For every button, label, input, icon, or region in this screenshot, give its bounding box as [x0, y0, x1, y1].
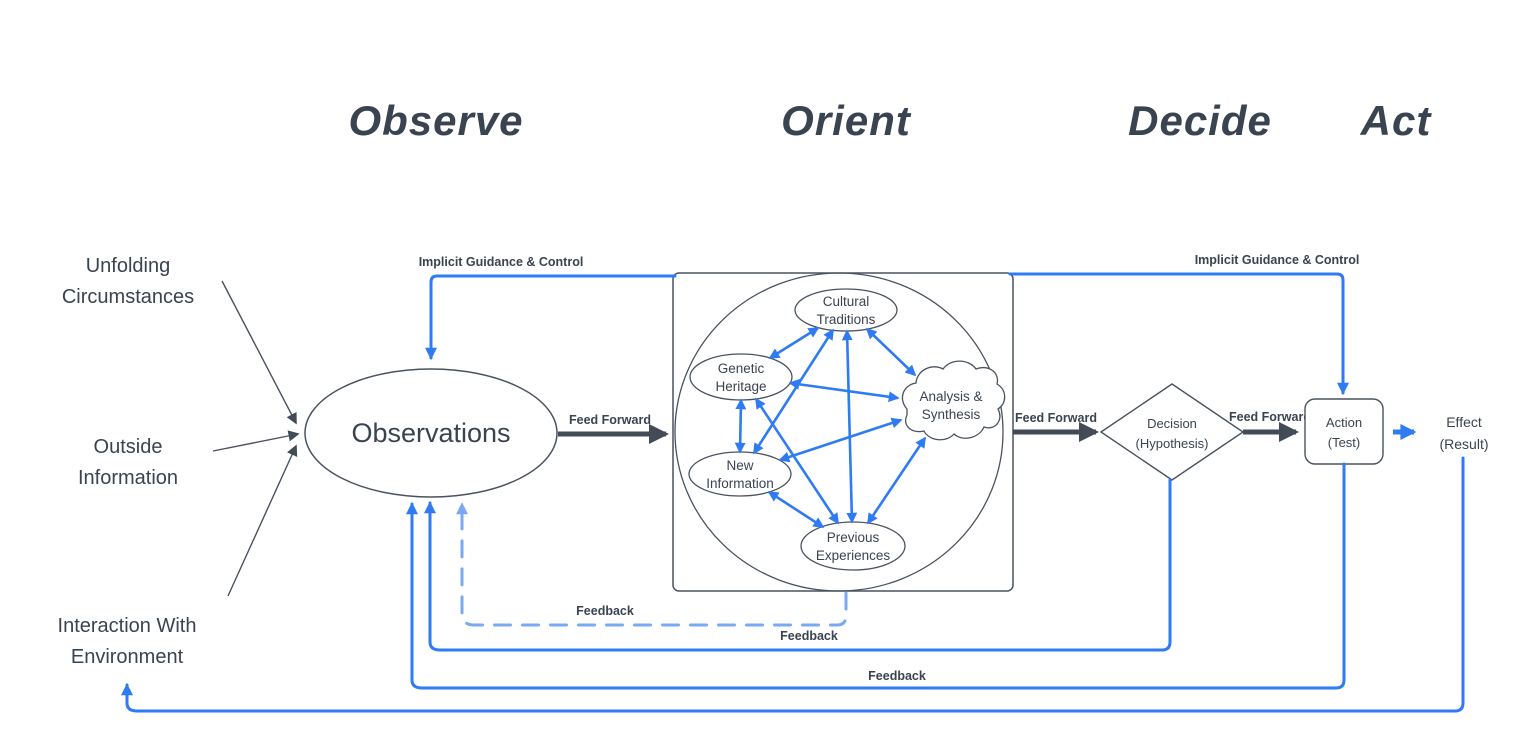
implicit-guidance-right-label: Implicit Guidance & Control: [1195, 253, 1360, 267]
arrow-interaction-to-observations: [227, 444, 298, 597]
feedback-label-2: Feedback: [780, 629, 838, 643]
input-label-unfolding-line1: Unfolding: [86, 255, 171, 277]
action-label-line1: Action: [1326, 415, 1362, 430]
edge-cultural-analysis: [865, 327, 917, 377]
edge-genetic-analysis: [788, 378, 900, 403]
feedback-action-to-observations-path: [406, 462, 1346, 690]
arrow-unfolding-to-observations: [221, 280, 297, 425]
feedback-decision-to-observations-path: [424, 478, 1172, 652]
genetic-heritage-label-line2: Heritage: [715, 379, 766, 394]
analysis-synthesis-label-line1: Analysis &: [919, 389, 982, 404]
arrow-outside-to-observations: [212, 430, 300, 452]
phase-label-orient: Orient: [781, 97, 912, 144]
analysis-synthesis-cloud: [901, 360, 1006, 441]
input-label-interaction-line2: Environment: [71, 646, 184, 668]
feedback-label-1: Feedback: [576, 604, 634, 618]
feedback-effect-to-environment-path: [121, 456, 1465, 713]
implicit-guidance-left-label: Implicit Guidance & Control: [419, 255, 584, 269]
new-information-label-line1: New: [726, 458, 753, 473]
edge-newinfo-analysis: [778, 417, 903, 463]
decision-label-line1: Decision: [1147, 416, 1197, 431]
feed-forward-label-1: Feed Forward: [569, 413, 651, 427]
phase-label-observe: Observe: [348, 97, 523, 144]
orient-internal-edges: [734, 326, 927, 529]
observations-ellipse: [304, 368, 558, 498]
effect-label-line1: Effect: [1446, 414, 1482, 430]
feed-forward-label-3: Feed Forward: [1229, 410, 1311, 424]
edge-previous-analysis: [866, 436, 927, 525]
cultural-traditions-label-line2: Traditions: [817, 312, 876, 327]
input-label-outside-line1: Outside: [94, 436, 163, 458]
previous-experiences-label-line2: Experiences: [816, 548, 891, 563]
genetic-heritage-label-line1: Genetic: [718, 361, 765, 376]
new-information-label-line2: Information: [706, 476, 774, 491]
orient-circle: [674, 272, 1004, 592]
action-box: [1304, 398, 1384, 465]
edge-genetic-newinfo: [734, 398, 747, 454]
phase-label-decide: Decide: [1128, 97, 1272, 144]
phase-label-act: Act: [1360, 97, 1433, 144]
decision-diamond: [1099, 383, 1245, 481]
feedback-label-3: Feedback: [868, 669, 926, 683]
effect-label-line2: (Result): [1439, 436, 1488, 452]
implicit-guidance-right-path: [1008, 272, 1349, 395]
decision-label-line2: (Hypothesis): [1136, 436, 1209, 451]
cultural-traditions-label-line1: Cultural: [823, 294, 870, 309]
observations-label: Observations: [351, 418, 510, 448]
feedback-orient-to-observations-path: [456, 502, 848, 627]
previous-experiences-label-line1: Previous: [827, 530, 880, 545]
input-label-interaction-line1: Interaction With: [58, 615, 197, 637]
implicit-guidance-left-path: [425, 274, 677, 360]
input-label-unfolding-line2: Circumstances: [62, 286, 194, 308]
action-label-line2: (Test): [1328, 435, 1361, 450]
input-label-outside-line2: Information: [78, 467, 178, 489]
edge-newinfo-previous: [767, 490, 825, 529]
feed-forward-label-2: Feed Forward: [1015, 411, 1097, 425]
analysis-synthesis-label-line2: Synthesis: [922, 407, 981, 422]
